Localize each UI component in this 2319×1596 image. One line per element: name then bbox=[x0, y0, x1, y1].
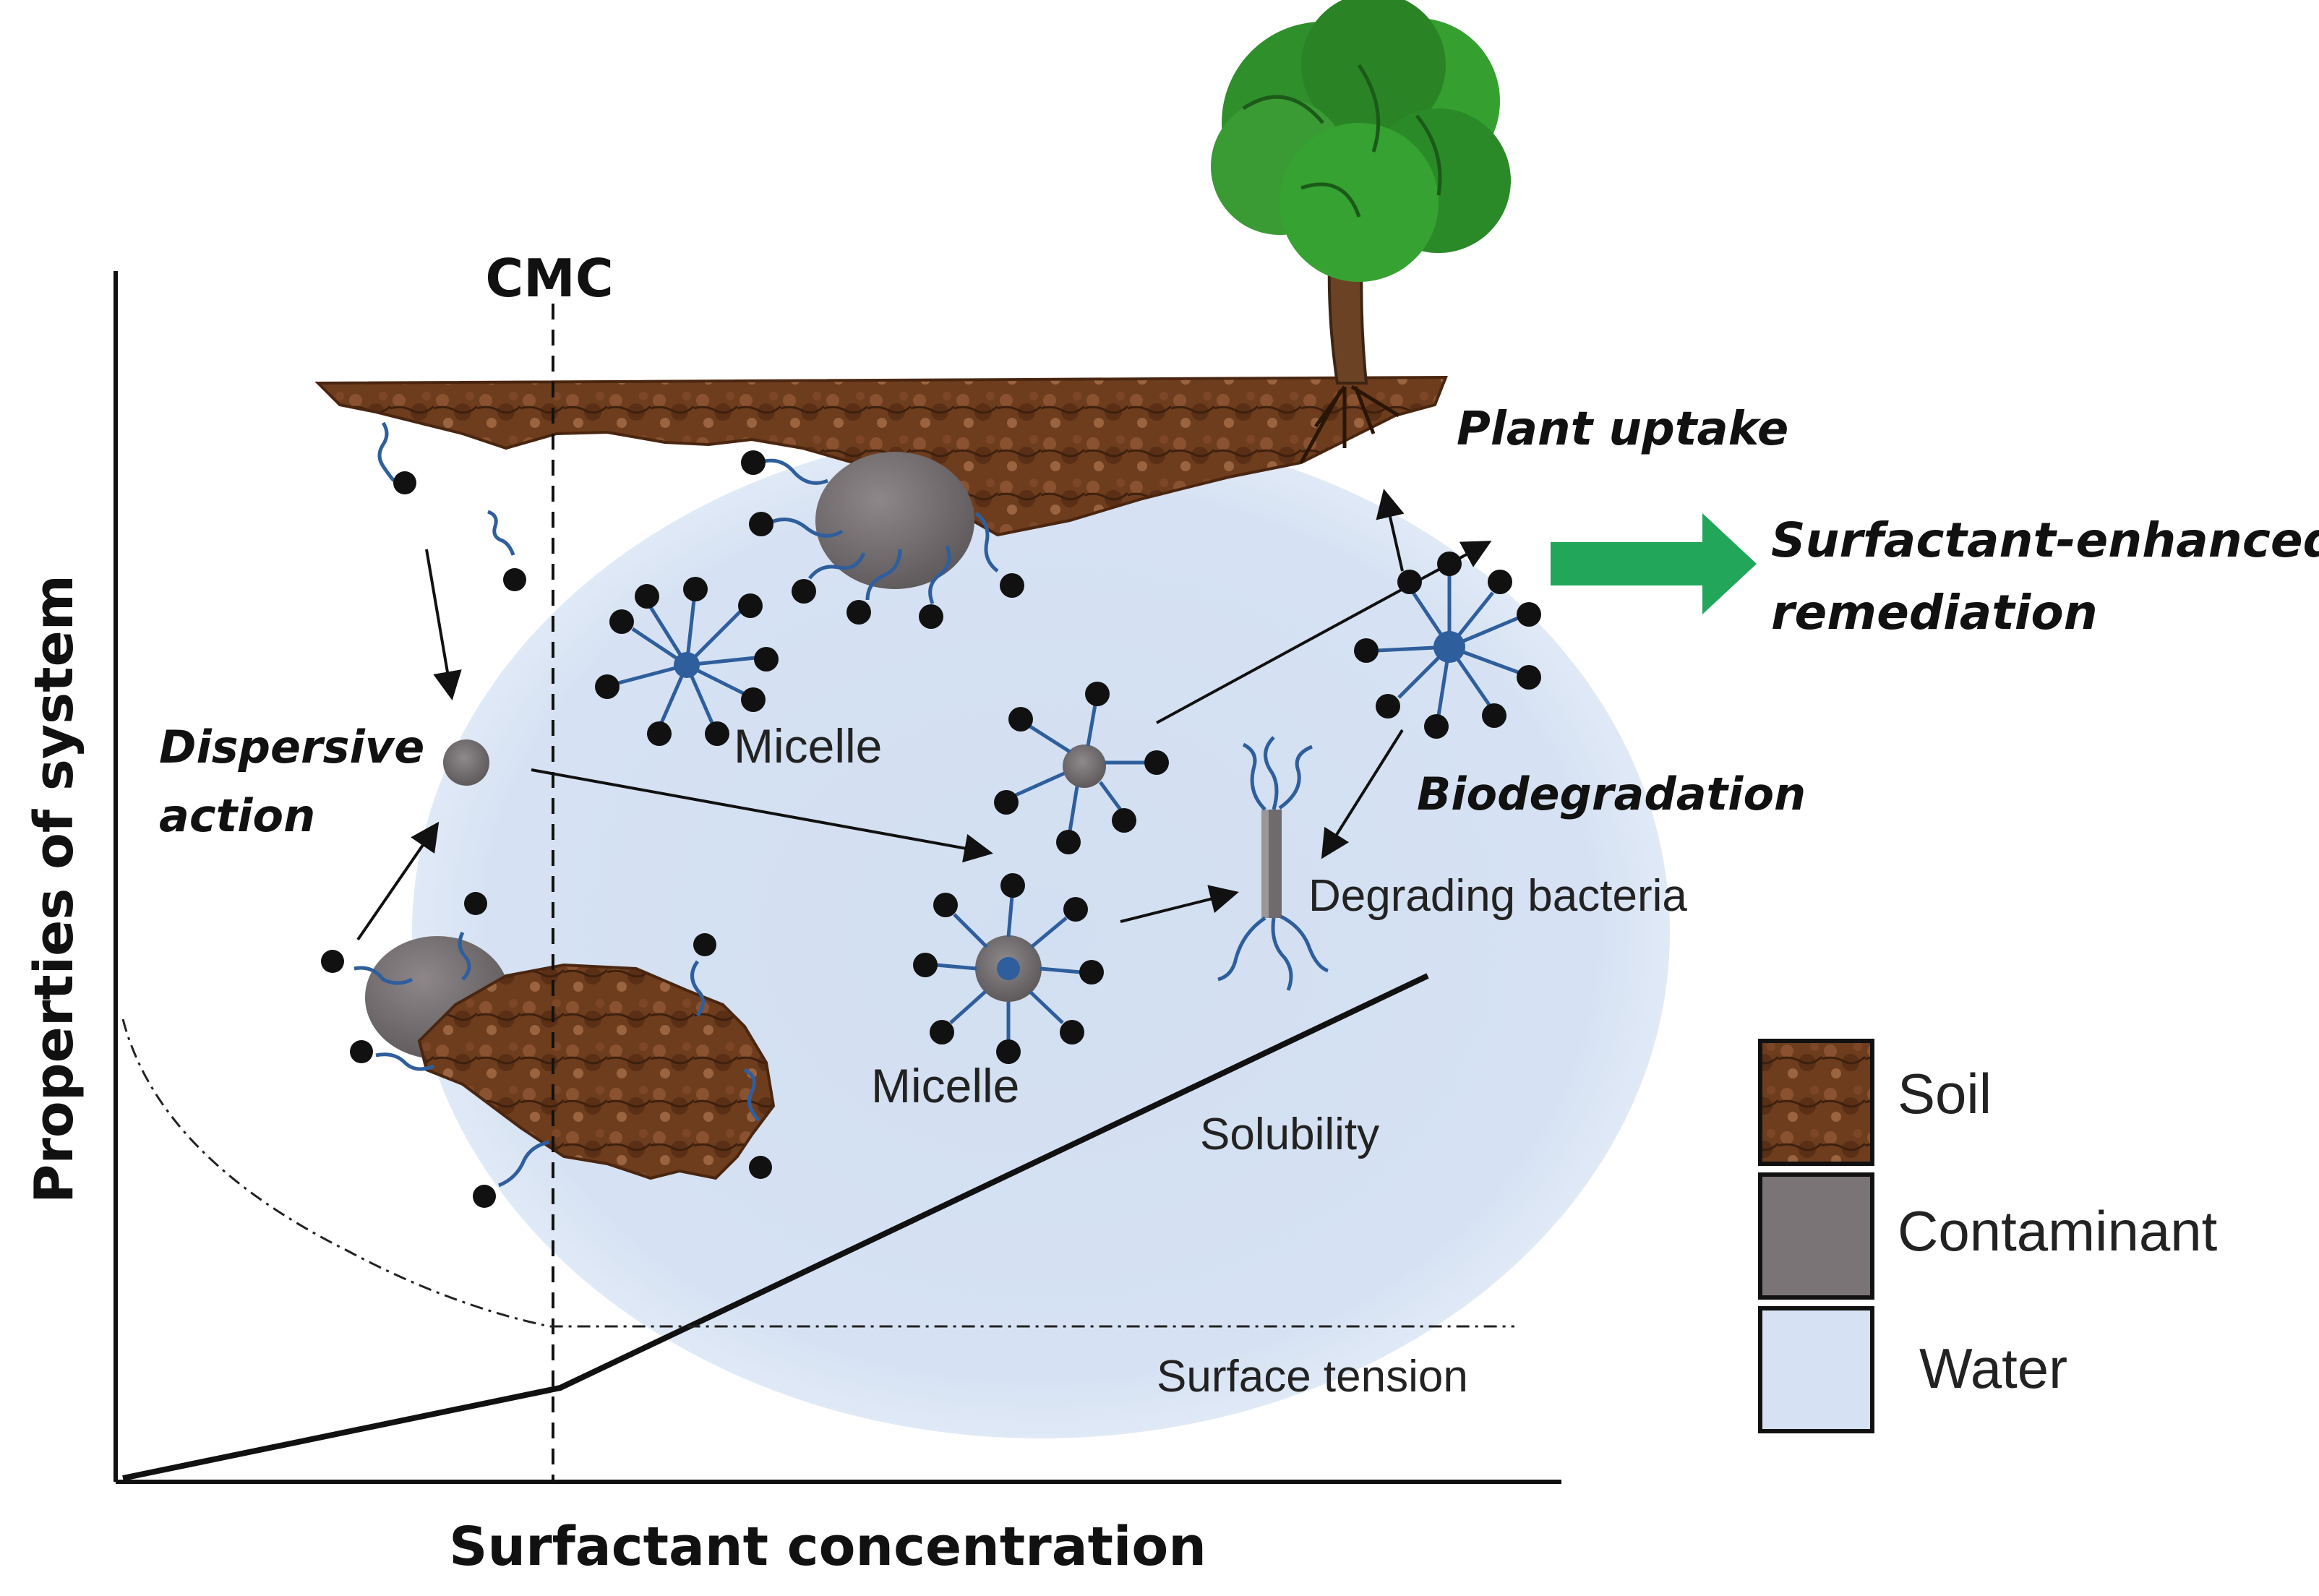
legend-label-water: Water bbox=[1919, 1337, 2067, 1400]
solubility-label: Solubility bbox=[1200, 1110, 1379, 1159]
bacteria-icon bbox=[1217, 736, 1329, 991]
cmc-label: CMC bbox=[485, 248, 613, 309]
solubility-line bbox=[122, 973, 1429, 1481]
remediation-label-line1: Surfactant-enhanced bbox=[1771, 512, 2319, 568]
top-contaminant-surfactants bbox=[741, 450, 1024, 629]
degrading-bacteria-label: Degrading bacteria bbox=[1308, 871, 1687, 921]
legend-label-contaminant: Contaminant bbox=[1898, 1199, 2218, 1263]
remediation-label-line2: remediation bbox=[1771, 585, 2098, 640]
legend: Soil Contaminant Water bbox=[1758, 1039, 2218, 1433]
dispersive-label-line1: Dispersive bbox=[159, 721, 424, 773]
legend-swatch-contaminant bbox=[1758, 1172, 1874, 1300]
water-region bbox=[412, 426, 1670, 1438]
remediation-arrow-icon bbox=[1551, 513, 1757, 614]
micelle-lower bbox=[913, 873, 1104, 1064]
legend-label-soil: Soil bbox=[1898, 1062, 1992, 1125]
plant-uptake-label: Plant uptake bbox=[1457, 403, 1788, 456]
biodegradation-label: Biodegradation bbox=[1417, 768, 1806, 820]
micelle-lower-label: Micelle bbox=[871, 1059, 1019, 1112]
legend-swatch-water bbox=[1758, 1306, 1874, 1433]
contaminant-droplet bbox=[443, 739, 489, 786]
dispersive-label-line2: action bbox=[159, 789, 315, 842]
surface-tension-curve bbox=[121, 1018, 1514, 1328]
process-arrows bbox=[356, 489, 1492, 941]
surfactant-heads bbox=[321, 471, 772, 1208]
surface-tension-label: Surface tension bbox=[1157, 1352, 1468, 1402]
micelle-center-small bbox=[994, 682, 1169, 854]
surfactant-monomers bbox=[353, 421, 760, 1188]
tree-icon bbox=[1211, 0, 1511, 464]
contaminant-blob-top bbox=[815, 452, 974, 589]
legend-swatch-soil bbox=[1758, 1039, 1874, 1166]
micelle-right bbox=[1354, 552, 1541, 739]
x-axis-label: Surfactant concentration bbox=[449, 1516, 1206, 1578]
soil-aggregate bbox=[417, 963, 776, 1180]
micelle-upper-label: Micelle bbox=[734, 719, 882, 773]
micelle-upper-left bbox=[595, 577, 779, 746]
y-axis-label: Properties of system bbox=[23, 575, 85, 1204]
